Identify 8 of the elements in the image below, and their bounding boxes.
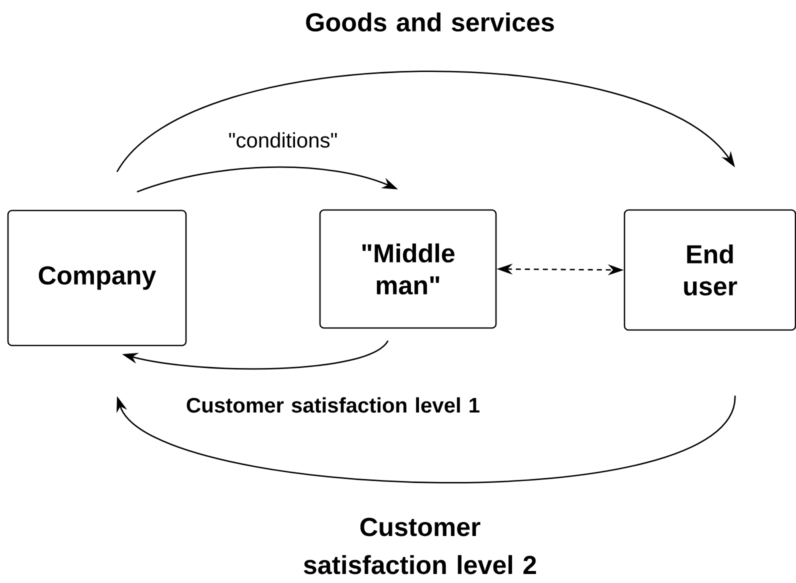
edge-label: "conditions" [229, 132, 337, 148]
edge-label: Customer satisfaction level 2 [304, 518, 536, 574]
edge-label: Customer satisfaction level 1 [186, 397, 480, 413]
edge-label: Goods and services [306, 12, 554, 32]
process-box: Company [7, 210, 187, 346]
arrow [116, 395, 736, 484]
process-box: End user [624, 209, 796, 331]
process-box: "Middle man" [319, 209, 497, 329]
